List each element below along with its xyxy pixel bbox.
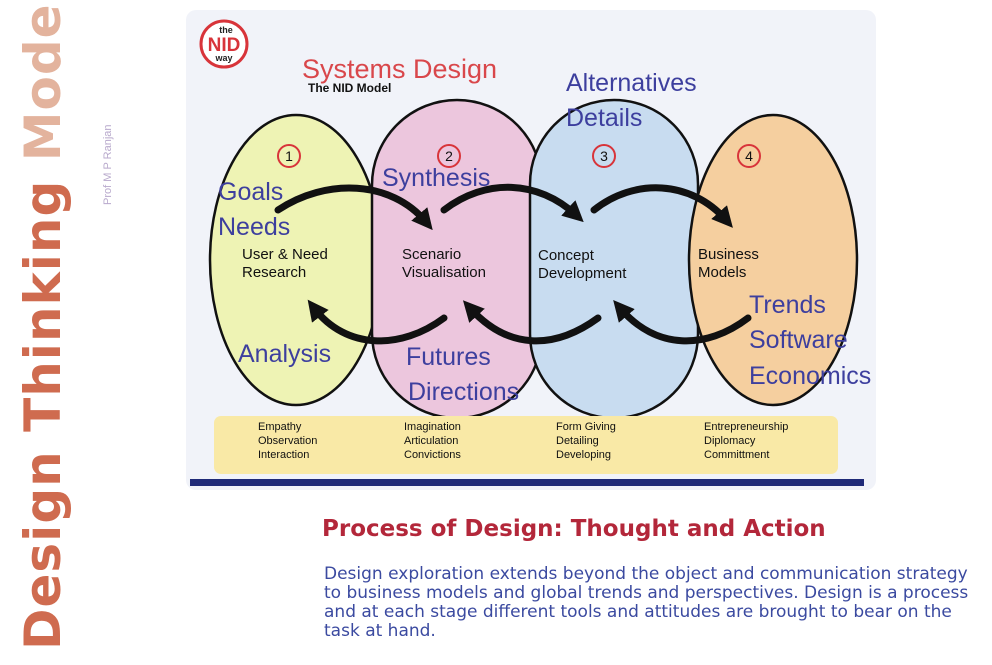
side-title-part2: Models [14,0,72,162]
stage-4-label-line2: Models [698,264,746,281]
arrow-back-4-3 [613,300,752,345]
band-3-line2: Detailing [556,435,599,447]
keyword-goals: Goals [218,178,283,206]
stage-3-number: 3 [600,148,608,164]
band-3-line1: Form Giving [556,421,616,433]
arrow-forward-2-3 [440,183,584,223]
nid-logo: the NID way [199,19,249,69]
stage-3-number-ring [592,144,616,168]
caption-title: Process of Design: Thought and Action [322,516,826,542]
keyword-needs: Needs [218,213,290,241]
attitude-band [214,416,838,474]
logo-the: the [219,25,233,35]
keyword-economics: Economics [749,362,871,390]
keyword-alternatives: Alternatives [566,69,697,97]
keyword-software: Software [749,326,848,354]
keyword-synthesis: Synthesis [382,164,490,192]
arrow-back-2-1 [307,299,448,345]
stage-2-label-line1: Scenario [402,246,461,263]
arrow-back-3-2 [462,300,602,345]
caption-body: Design exploration extends beyond the ob… [324,564,969,641]
band-3-line3: Developing [556,449,611,461]
author-name: Prof M P Ranjan [102,124,114,205]
logo-ring [199,19,249,69]
footer-bar [190,479,864,486]
keyword-futures: Futures [406,343,491,371]
arrow-forward-3-4 [590,184,733,228]
stage-2-number: 2 [445,148,453,164]
band-1-line3: Interaction [258,449,309,461]
arrow-forward-1-2 [274,184,433,231]
keyword-directions: Directions [408,378,519,406]
stage-1-label-line1: User & Need [242,246,328,263]
keyword-analysis: Analysis [238,340,331,368]
band-4-line1: Entrepreneurship [704,421,788,433]
stage-4-number: 4 [745,148,753,164]
band-4-line3: Committment [704,449,769,461]
stage-1-number: 1 [285,148,293,164]
band-2-line3: Convictions [404,449,461,461]
side-title-part1: Design Thinking [14,161,72,650]
band-2-line2: Articulation [404,435,458,447]
diagram-slide: the NID way Systems Design The NID Model… [186,10,876,490]
logo-way: way [214,53,232,63]
header-subtitle: The NID Model [308,81,391,95]
band-4-line2: Diplomacy [704,435,756,447]
stage-4-number-ring [737,144,761,168]
logo-nid: NID [208,35,241,56]
stage-3-label-line1: Concept [538,247,595,264]
band-1-line1: Empathy [258,421,302,433]
stage-1-number-ring [277,144,301,168]
band-2-line1: Imagination [404,421,461,433]
nid-model-diagram: the NID way Systems Design The NID Model… [190,19,871,486]
band-1-line2: Observation [258,435,317,447]
header-title: Systems Design [302,54,497,84]
stage-1-label-line2: Research [242,264,306,281]
stage-2-label-line2: Visualisation [402,264,486,281]
stage-2-number-ring [437,144,461,168]
keyword-details: Details [566,104,642,132]
keyword-trends: Trends [749,291,826,319]
stage-4-label-line1: Business [698,246,759,263]
stage-3-label-line2: Development [538,265,627,282]
side-title: Design Thinking Models [14,0,72,650]
